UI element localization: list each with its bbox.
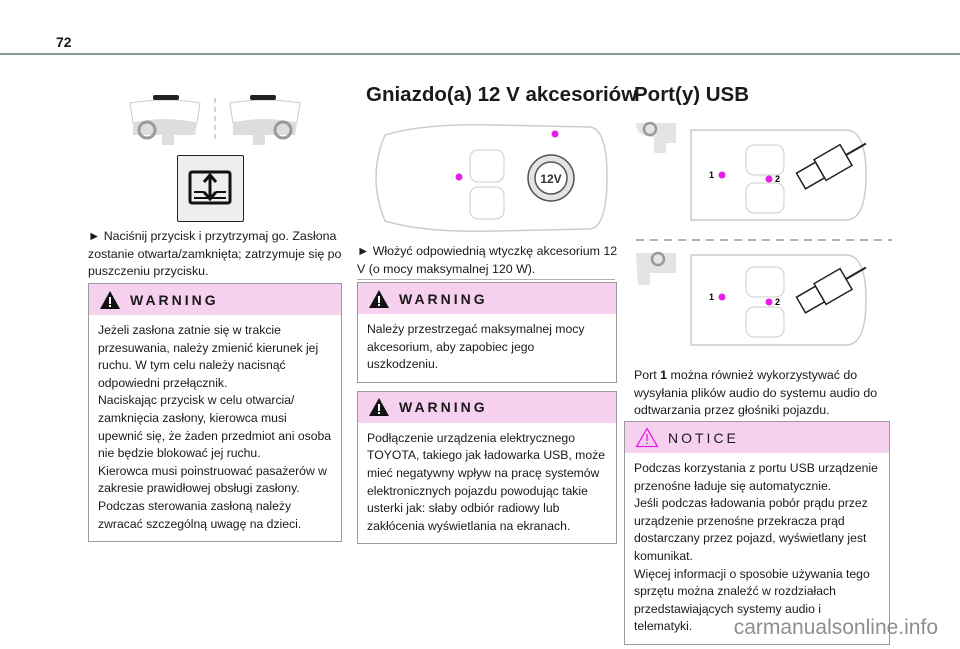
col3-usb-text: Port 1 można również wykorzystywać do wy… xyxy=(634,367,896,420)
notice-icon xyxy=(635,427,659,448)
warning-text: Naciskając przycisk w celu otwarcia/ zam… xyxy=(98,393,332,461)
warning-icon xyxy=(369,289,389,308)
notice-title: NOTICE xyxy=(668,429,739,446)
col2-warning-stack: WARNING Należy przestrzegać maksymalnej … xyxy=(357,282,617,545)
divider xyxy=(357,279,615,280)
usb-text-prefix: Port xyxy=(634,368,661,382)
col3-notice-box: NOTICE Podczas korzystania z portu USB u… xyxy=(624,421,890,645)
col2-warning-box-1: WARNING Należy przestrzegać maksymalnej … xyxy=(357,282,617,383)
notice-text: Więcej informacji o sposobie używania te… xyxy=(634,566,870,634)
warning-text: Jeżeli zasłona zatnie się w trakcie prze… xyxy=(98,323,319,390)
warning-title: WARNING xyxy=(399,290,488,307)
warning-title: WARNING xyxy=(130,291,219,308)
page-number: 72 xyxy=(56,34,72,50)
notice-text: Jeśli podczas ładowania pobór prądu prze… xyxy=(634,496,868,563)
header-rule xyxy=(0,53,960,55)
socket-marker xyxy=(551,130,559,138)
section-title-usb: Port(y) USB xyxy=(634,83,750,106)
col1-instruction: ► Naciśnij przycisk i przytrzymaj go. Za… xyxy=(88,229,342,279)
warning-title: WARNING xyxy=(399,399,488,416)
watermark: carmanualsonline.info xyxy=(733,616,938,639)
warning-icon xyxy=(100,290,120,309)
warning-text: Należy przestrzegać maksymalnej mocy akc… xyxy=(367,322,585,372)
blind-button-icon xyxy=(177,155,244,222)
col2-instruction: ► Włożyć odpowiednią wtyczkę akcesorium … xyxy=(357,244,618,276)
col2-warning-box-2: WARNING Podłączenie urządzenia elektrycz… xyxy=(357,390,617,545)
section-title-12v: Gniazdo(a) 12 V akcesoriów xyxy=(366,83,638,106)
warning-text: Podczas sterowania zasłoną należy zwraca… xyxy=(98,498,302,531)
port-label: 1 xyxy=(709,170,714,180)
warning-text: Kierowca musi poinstruować pasażerów w z… xyxy=(98,463,327,496)
port-label: 2 xyxy=(775,174,780,184)
port-label: 1 xyxy=(709,292,714,302)
socket-label: 12V xyxy=(540,172,561,186)
warning-icon xyxy=(369,398,389,417)
socket-marker xyxy=(455,173,463,181)
usb-port-number: 1 xyxy=(660,368,668,382)
steering-position-illustration xyxy=(129,95,301,145)
car-usb-ports-illustration: 1 2 1 2 xyxy=(636,121,892,346)
col1-warning-box: WARNING Jeżeli zasłona zatnie się w trak… xyxy=(88,283,342,543)
notice-text: Podczas korzystania z portu USB urządzen… xyxy=(634,461,878,493)
usb-text-rest: można również wykorzystywać do wysyłania… xyxy=(634,368,878,418)
car-12v-socket-illustration: 12V xyxy=(375,123,608,233)
warning-text: Podłączenie urządzenia elektrycznego TOY… xyxy=(367,430,605,533)
port-label: 2 xyxy=(775,297,780,307)
